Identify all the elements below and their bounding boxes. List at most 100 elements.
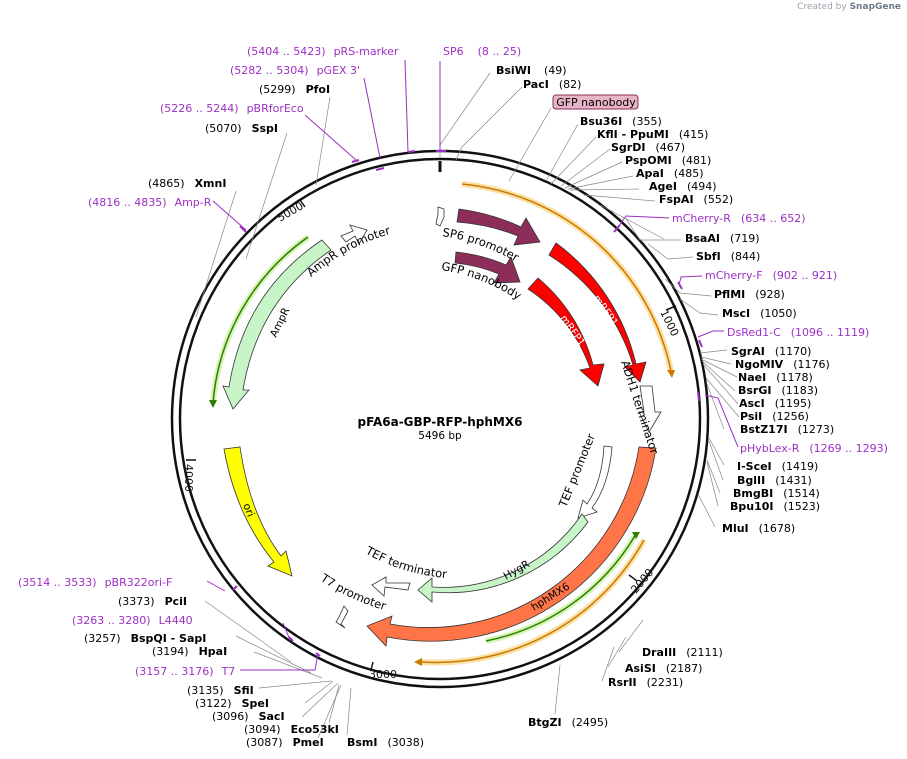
svg-text:(3122)SpeI: (3122)SpeI [195,697,269,710]
site-pmei: PmeI [293,736,324,749]
svg-text:BsaAI(719): BsaAI(719) [685,232,760,245]
feature-tef-promoter-arrow [577,445,613,519]
site-pcii: PciI [165,595,187,608]
site-sspi: SspI [252,122,278,135]
primer-lines [206,59,739,671]
site-psii: PsiI [740,410,762,423]
primer-pbrforeco: pBRforEco [247,102,304,115]
site-bsaai: BsaAI [685,232,720,245]
site-ngomiv: NgoMIV [735,358,784,371]
svg-text:NgoMIV(1176): NgoMIV(1176) [735,358,830,371]
svg-text:BstZ17I(1273): BstZ17I(1273) [740,423,834,436]
svg-text:(5070)SspI: (5070)SspI [205,122,278,135]
plasmid-title: pFA6a-GBP-RFP-hphMX6 5496 bp [358,415,523,442]
feature-mrfp1-outer-arrow [548,242,647,383]
primer-mcherry-f: mCherry-F [705,269,763,282]
svg-text:(5226 .. 5244)pBRforEco: (5226 .. 5244)pBRforEco [160,102,304,115]
svg-text:(3087)PmeI: (3087)PmeI [246,736,324,749]
svg-text:SgrAI(1170): SgrAI(1170) [731,345,811,358]
svg-text:I-SceI(1419): I-SceI(1419) [737,460,818,473]
primer-sp6: SP6 [443,45,464,58]
feature-ampr-promoter-arrow [340,224,368,245]
site-sfii: SfiI [234,684,254,697]
site-sgrdi: SgrDI [611,141,645,154]
site-bpu10i: Bpu10I [730,500,774,513]
feature-arrows [222,206,662,647]
label-tef-terminator: TEF terminator [363,543,448,581]
ruler-label-4000: 4000 [182,464,195,492]
site-bglii: BglII [737,474,765,487]
site-mlui: MluI [722,522,749,535]
plasmid-name: pFA6a-GBP-RFP-hphMX6 [358,415,523,429]
svg-text:(3514 .. 3533)pBR322ori-F: (3514 .. 3533)pBR322ori-F [18,576,172,589]
site-saci: SacI [259,710,285,723]
site-sbfi: SbfI [696,250,721,263]
site-bstz17i: BstZ17I [740,423,788,436]
svg-text:(3094)Eco53kI: (3094)Eco53kI [244,723,339,736]
svg-text:FspAI(552): FspAI(552) [659,193,733,206]
svg-text:(4865)XmnI: (4865)XmnI [148,177,226,190]
svg-text:mCherry-R(634 .. 652): mCherry-R(634 .. 652) [672,212,805,225]
site-naei: NaeI [738,371,766,384]
svg-text:(3194)HpaI: (3194)HpaI [152,645,227,658]
svg-text:SgrDI(467): SgrDI(467) [611,141,685,154]
svg-text:mCherry-F(902 .. 921): mCherry-F(902 .. 921) [705,269,837,282]
gfp-nanobody-highlight: GFP nanobody [552,94,639,110]
primer-labels: SP6(8 .. 25) (5404 .. 5423)pRS-marker (5… [18,45,888,678]
snapgene-brand: Created by SnapGene [797,2,901,12]
svg-text:(3135)SfiI: (3135)SfiI [187,684,254,697]
svg-text:SP6(8 .. 25): SP6(8 .. 25) [443,45,521,58]
svg-text:(3373)PciI: (3373)PciI [118,595,187,608]
site-labels-right: BsiWI(49) PacI(82) Bsu36I(355) KflI - Pp… [347,64,834,749]
feature-sp6-promoter-arrow [435,206,445,227]
svg-text:(3257)BspQI - SapI: (3257)BspQI - SapI [84,632,206,645]
svg-text:PflMI(928): PflMI(928) [714,288,785,301]
site-paci: PacI [523,78,549,91]
svg-text:(5404 .. 5423)pRS-marker: (5404 .. 5423)pRS-marker [247,45,399,58]
svg-text:RsrII(2231): RsrII(2231) [608,676,683,689]
primer-prs-marker: pRS-marker [334,45,399,58]
primer-t7: T7 [221,665,236,678]
feature-ampr-arrow [222,239,332,410]
label-hygr: HygR [502,558,532,582]
site-draiii: DraIII [642,646,676,659]
site-pflmi: PflMI [714,288,745,301]
svg-text:(5299)PfoI: (5299)PfoI [259,83,330,96]
site-msci: MscI [722,307,750,320]
feature-ori-arrow [223,446,293,577]
svg-text:SbfI(844): SbfI(844) [696,250,760,263]
svg-text:(3096)SacI: (3096)SacI [212,710,285,723]
svg-text:(4816 .. 4835)Amp-R: (4816 .. 4835)Amp-R [88,196,212,209]
feature-mrfp1-inner-arrow [527,277,605,387]
feature-gfp-nanobody-inner-arrow [454,251,521,284]
feature-t7-promoter-arrow [335,605,349,629]
svg-text:KflI - PpuMI(415): KflI - PpuMI(415) [597,128,708,141]
site-asisi: AsiSI [625,662,656,675]
primer-amp-r: Amp-R [175,196,212,209]
svg-text:AscI(1195): AscI(1195) [739,397,811,410]
label-ori: ori [240,502,256,519]
svg-text:BmgBI(1514): BmgBI(1514) [733,487,820,500]
svg-text:PspOMI(481): PspOMI(481) [625,154,711,167]
site-asci: AscI [739,397,765,410]
feature-adh1-terminator-arrow [638,385,662,433]
site-pfoi: PfoI [306,83,331,96]
site-pspomi: PspOMI [625,154,672,167]
site-i-scei: I-SceI [737,460,772,473]
svg-text:(5282 .. 5304)pGEX 3': (5282 .. 5304)pGEX 3' [230,64,360,77]
primer-pbr322ori-f: pBR322ori-F [105,576,173,589]
svg-text:(3157 .. 3176)T7: (3157 .. 3176)T7 [135,665,235,678]
site-bsu36i: Bsu36I [580,115,622,128]
site-agei: AgeI [649,180,677,193]
site-rsrii: RsrII [608,676,637,689]
site-spei: SpeI [242,697,269,710]
primer-dsred1-c: DsRed1-C [727,326,781,339]
feature-tef-terminator-arrow [371,576,411,597]
primer-pgex-3: pGEX 3' [317,64,361,77]
svg-text:(3263 .. 3280)L4440: (3263 .. 3280)L4440 [72,614,193,627]
site-kfli-ppumi: KflI - PpuMI [597,128,669,141]
brand-name: SnapGene [849,2,901,12]
svg-text:BsrGI(1183): BsrGI(1183) [738,384,818,397]
orf-indicators [209,181,675,666]
label-t7-promoter: T7 promoter [318,570,388,613]
